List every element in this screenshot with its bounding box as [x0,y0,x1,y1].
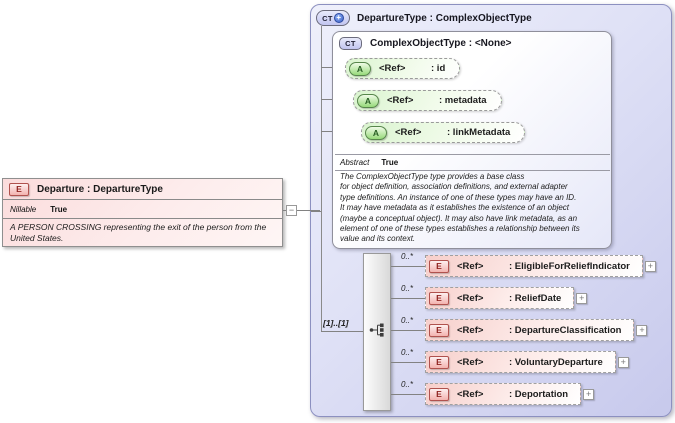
element-type-connector-line [283,210,320,211]
element-row: 0..* E <Ref> : ReliefDate + [391,284,588,309]
element-box-departureclassification[interactable]: E <Ref> : DepartureClassification [425,319,635,341]
complex-type-extension-icon: CT + [316,10,350,26]
divider [335,170,610,171]
sequence-bar[interactable] [363,253,391,411]
attribute-ref: <Ref> [395,127,422,138]
type-panel-header: CT + DepartureType : ComplexObjectType [316,10,532,26]
base-type-title: ComplexObjectType : <None> [370,38,512,49]
nillable-property-row: Nillable True [3,199,282,218]
element-ref: <Ref> [457,292,484,304]
attribute-name: : metadata [439,95,487,106]
tree-vertical-line [321,26,322,332]
base-type-header: CT ComplexObjectType : <None> [339,37,512,50]
abstract-property-row: Abstract True [340,158,398,167]
departure-type-panel: CT + DepartureType : ComplexObjectType C… [310,4,672,417]
occurrence-label: 0..* [401,380,414,389]
connector-line [391,265,425,267]
element-ref: <Ref> [457,324,484,336]
element-box-voluntarydeparture[interactable]: E <Ref> : VoluntaryDeparture [425,351,616,373]
expand-button[interactable]: + [583,388,595,400]
abstract-value: True [381,158,399,167]
element-row: 0..* E <Ref> : EligibleForReliefIndicato… [391,252,656,277]
attribute-box-id[interactable]: A <Ref> : id [345,58,461,79]
attribute-row: A <Ref> : id [345,58,461,79]
departure-element-description: A PERSON CROSSING representing the exit … [3,218,282,247]
element-icon: E [429,259,449,273]
element-row: 0..* E <Ref> : VoluntaryDeparture + [391,348,629,373]
element-name: : EligibleForReliefIndicator [509,260,630,272]
element-icon: E [429,387,449,401]
sequence-cardinality: [1]..[1] [323,318,349,328]
attribute-icon: A [349,61,371,76]
element-box-reliefdate[interactable]: E <Ref> : ReliefDate [425,287,575,309]
attribute-icon: A [357,93,379,108]
complex-type-icon: CT [339,37,362,50]
incoming-connector-line [311,211,321,212]
expand-button[interactable]: + [636,324,648,336]
element-icon: E [429,355,449,369]
departure-element-box[interactable]: E Departure : DepartureType Nillable Tru… [2,178,283,247]
attribute-row: A <Ref> : metadata [353,90,502,111]
abstract-label: Abstract [340,158,370,167]
element-row: 0..* E <Ref> : DepartureClassification + [391,316,648,341]
element-icon: E [429,323,449,337]
ct-icon-label: CT [322,13,333,23]
element-box-deportation[interactable]: E <Ref> : Deportation [425,383,582,405]
element-ref: <Ref> [457,260,484,272]
occurrence-label: 0..* [401,316,414,325]
element-name: : VoluntaryDeparture [509,356,603,368]
base-type-description: The ComplexObjectType type provides a ba… [340,172,580,244]
attribute-name: : id [431,63,446,74]
occurrence-label: 0..* [401,284,414,293]
occurrence-label: 0..* [401,252,414,261]
element-ref: <Ref> [457,388,484,400]
element-box-eligibleforreliefindicator[interactable]: E <Ref> : EligibleForReliefIndicator [425,255,643,277]
expand-button[interactable]: + [576,292,588,304]
attribute-box-linkmetadata[interactable]: A <Ref> : linkMetadata [361,122,526,143]
sequence-icon [369,322,387,343]
element-name: : ReliefDate [509,292,562,304]
attribute-box-metadata[interactable]: A <Ref> : metadata [353,90,502,111]
attribute-ref: <Ref> [379,63,406,74]
connector-line [391,329,425,331]
element-ref: <Ref> [457,356,484,368]
base-type-panel: CT ComplexObjectType : <None> A <Ref> : … [332,31,612,249]
type-panel-title: DepartureType : ComplexObjectType [357,12,532,24]
element-row: 0..* E <Ref> : Deportation + [391,380,595,405]
attribute-ref: <Ref> [387,95,414,106]
nillable-value: True [50,204,68,214]
departure-element-title: Departure : DepartureType [37,183,163,195]
element-name: : Deportation [509,388,569,400]
attribute-icon: A [365,125,387,140]
connector-line [391,297,425,299]
collapse-button[interactable]: − [286,205,297,216]
plus-circle-icon: + [333,13,344,23]
divider [335,154,610,155]
occurrence-label: 0..* [401,348,414,357]
attribute-row: A <Ref> : linkMetadata [361,122,526,143]
nillable-label: Nillable [10,204,37,214]
expand-button[interactable]: + [644,260,656,272]
attribute-name: : linkMetadata [447,127,511,138]
element-icon: E [9,182,29,196]
connector-line [391,361,425,363]
element-icon: E [429,291,449,305]
expand-button[interactable]: + [617,356,629,368]
connector-line [391,393,425,395]
sequence-connector-line [321,331,363,332]
departure-element-header: E Departure : DepartureType [3,179,282,199]
element-name: : DepartureClassification [509,324,622,336]
